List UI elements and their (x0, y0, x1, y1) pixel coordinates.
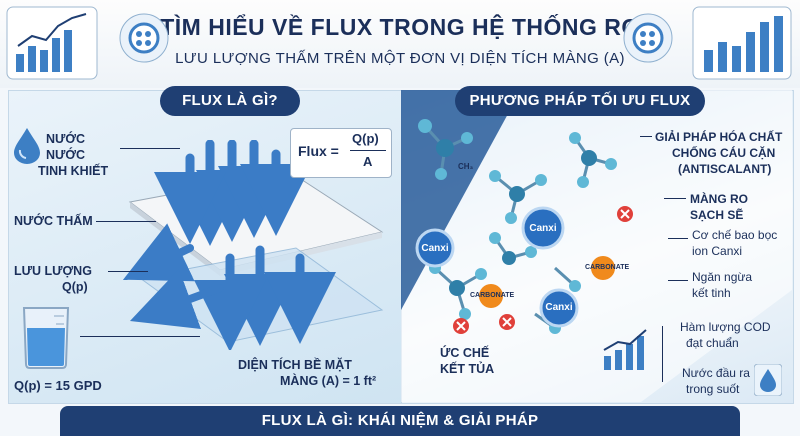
flow-value-label: Q(p) = 15 GPD (14, 378, 102, 393)
water-drop-icon (754, 364, 782, 396)
bar-chart-icon (692, 6, 792, 80)
flow-label-2: Q(p) (62, 280, 88, 294)
page-title: TÌM HIỂU VỀ FLUX TRONG HỆ THỐNG RO (160, 14, 640, 40)
flow-label-1: LƯU LƯỢNG (14, 264, 92, 278)
mechanism-label-2: ion Canxi (692, 244, 743, 258)
right-panel-heading: PHƯƠNG PHÁP TỐI ƯU FLUX (455, 86, 705, 116)
carbonate-label: CARBONATE (585, 264, 630, 271)
leader-line (80, 336, 200, 337)
formula-denominator: A (363, 154, 373, 169)
pure-water-label-2: NƯỚC (46, 148, 86, 162)
antiscalant-label-3: (ANTISCALANT) (678, 162, 772, 176)
clean-membrane-label-2: SẠCH SẼ (690, 208, 744, 222)
leader-line (120, 148, 180, 149)
leader-line (640, 136, 652, 137)
pure-water-label-1: NƯỚC (46, 132, 86, 146)
beaker-icon (22, 307, 70, 369)
flux-formula-box (290, 128, 392, 178)
area-label-2: MÀNG (A) = 1 ft² (280, 374, 377, 388)
carbonate-label: CARBONATE (470, 292, 515, 299)
cod-label-1: Hàm lượng COD (680, 320, 771, 334)
leader-line (662, 326, 663, 382)
membrane-illustration (123, 140, 384, 350)
leader-line (108, 271, 148, 272)
bar-chart-icon (6, 6, 98, 80)
leader-line (668, 238, 688, 239)
molecule-illustration (415, 119, 633, 334)
prevent-label-1: Ngăn ngừa (692, 270, 753, 284)
mechanism-label-1: Cơ chế bao bọc (692, 228, 778, 242)
formula-lhs: Flux = (298, 143, 339, 159)
antiscalant-label-1: GIẢI PHÁP HÓA CHẤT (655, 130, 783, 144)
cod-label-2: đạt chuẩn (686, 336, 739, 350)
inhibit-label-1: ỨC CHẾ (440, 346, 490, 360)
left-panel-heading: FLUX LÀ GÌ? (160, 86, 300, 116)
calcium-ion-label: Canxi (545, 302, 573, 313)
leader-line (96, 221, 156, 222)
membrane-filter-icon (119, 13, 169, 63)
clear-water-label-2: trong suốt (686, 382, 740, 396)
membrane-filter-icon (623, 13, 673, 63)
footer-banner: FLUX LÀ GÌ: KHÁI NIỆM & GIẢI PHÁP (60, 406, 740, 436)
rising-chart-icon (603, 329, 647, 370)
antiscalant-label-2: CHỐNG CÁU CẶN (672, 146, 776, 160)
prevent-label-2: kết tinh (692, 286, 731, 300)
leader-line (668, 280, 688, 281)
leader-line (664, 198, 686, 199)
fraction-bar (350, 150, 386, 151)
ch3-label: CH₃ (458, 162, 474, 171)
clear-water-label-1: Nước đầu ra (682, 366, 750, 380)
permeate-label: NƯỚC THẤM (14, 214, 93, 228)
calcium-ion-label: Canxi (421, 243, 449, 254)
calcium-ion-label: Canxi (529, 223, 557, 234)
clean-membrane-label-1: MÀNG RO (690, 192, 748, 206)
inhibit-label-2: KẾT TỦA (440, 362, 495, 376)
water-drop-icon (14, 128, 40, 164)
area-label-1: DIỆN TÍCH BỀ MẶT (238, 358, 352, 372)
page-subtitle: LƯU LƯỢNG THẤM TRÊN MỘT ĐƠN VỊ DIỆN TÍCH… (175, 50, 625, 67)
formula-numerator: Q(p) (352, 131, 379, 146)
pure-water-label-3: TINH KHIẾT (38, 164, 109, 178)
